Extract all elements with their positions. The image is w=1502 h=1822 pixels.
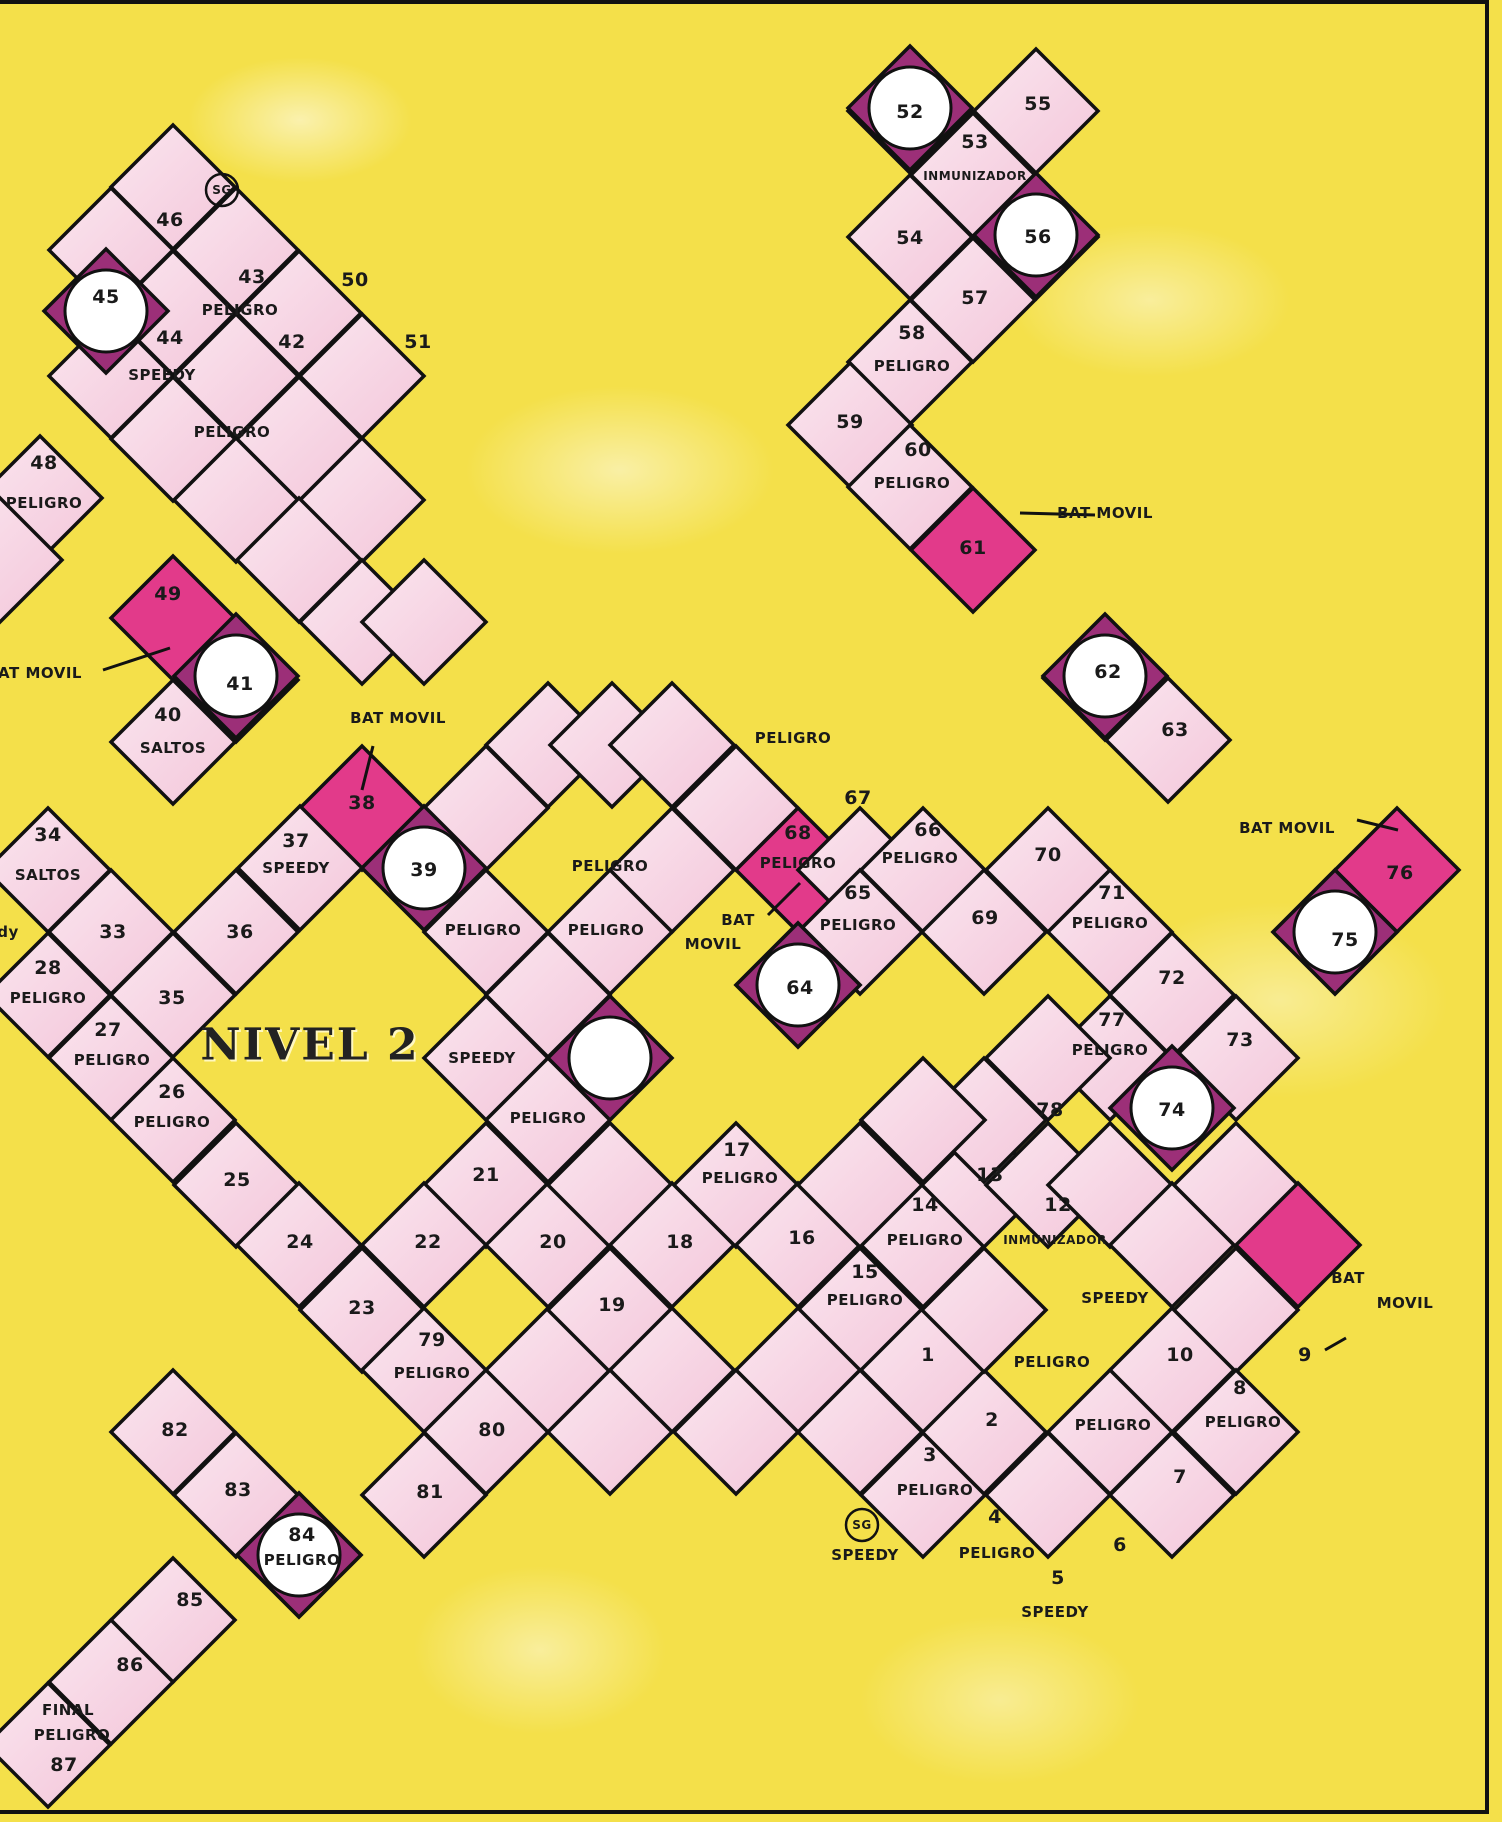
board-circle [1294,891,1376,973]
board-circle [258,1514,340,1596]
frame-right [1485,0,1489,1814]
board-circle [195,635,277,717]
board-circle [65,270,147,352]
pointer-line [1020,513,1095,515]
board-circle [1064,635,1146,717]
board-circle [995,194,1077,276]
board-circle [1131,1067,1213,1149]
board-circle [869,67,951,149]
sg-badge [846,1509,878,1541]
board-circle [383,827,465,909]
frame-top [0,0,1489,4]
board-circle [569,1017,651,1099]
frame-bottom [0,1810,1489,1814]
pointer-line [1325,1338,1346,1350]
board-circle [757,944,839,1026]
